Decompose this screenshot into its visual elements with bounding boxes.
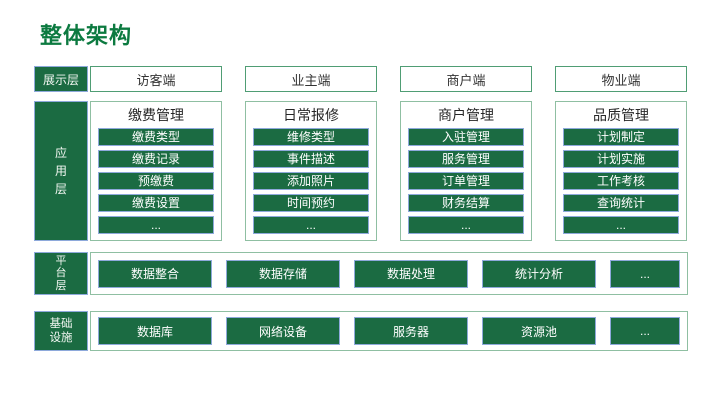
client-box-merchant: 商户端 (400, 66, 532, 92)
module-item: 预缴费 (98, 172, 214, 190)
module-item: 财务结算 (408, 194, 524, 212)
infrastructure-item: 服务器 (354, 317, 468, 345)
layer-label-platform-text: 平台层 (55, 254, 67, 292)
module-item: 查询统计 (563, 194, 679, 212)
module-item: 缴费记录 (98, 150, 214, 168)
platform-item: 数据存储 (226, 259, 340, 288)
module-item-ellipsis: ... (408, 216, 524, 234)
module-header: 品质管理 (593, 107, 649, 123)
module-item-ellipsis: ... (98, 216, 214, 234)
platform-item-ellipsis: ... (610, 259, 680, 288)
client-box-visitor: 访客端 (90, 66, 222, 92)
layer-label-application-text: 应用层 (54, 146, 67, 196)
module-header: 商户管理 (438, 107, 494, 123)
module-item: 缴费设置 (98, 194, 214, 212)
infrastructure-band: 数据库 网络设备 服务器 资源池 ... (90, 311, 688, 351)
module-item: 计划实施 (563, 150, 679, 168)
layer-label-display: 展示层 (34, 66, 88, 92)
module-column-quality: 品质管理 计划制定 计划实施 工作考核 查询统计 ... (555, 101, 687, 241)
platform-item: 数据整合 (98, 259, 212, 288)
client-box-property: 物业端 (555, 66, 687, 92)
module-item: 订单管理 (408, 172, 524, 190)
client-box-property-label: 物业端 (601, 72, 641, 88)
module-item: 事件描述 (253, 150, 369, 168)
infrastructure-item: 网络设备 (226, 317, 340, 345)
layer-label-infrastructure-text: 基础设施 (49, 317, 73, 344)
module-header: 日常报修 (283, 107, 339, 123)
platform-item: 数据处理 (354, 259, 468, 288)
layer-label-platform: 平台层 (34, 252, 88, 295)
module-item: 添加照片 (253, 172, 369, 190)
client-box-visitor-label: 访客端 (136, 72, 176, 88)
infrastructure-item-ellipsis: ... (610, 317, 680, 345)
client-box-owner: 业主端 (245, 66, 377, 92)
layer-label-infrastructure: 基础设施 (34, 311, 88, 351)
client-box-merchant-label: 商户端 (446, 72, 486, 88)
module-item: 服务管理 (408, 150, 524, 168)
module-column-merchant: 商户管理 入驻管理 服务管理 订单管理 财务结算 ... (400, 101, 532, 241)
module-item: 维修类型 (253, 128, 369, 146)
client-box-owner-label: 业主端 (291, 72, 331, 88)
platform-item: 统计分析 (482, 259, 596, 288)
module-column-payment: 缴费管理 缴费类型 缴费记录 预缴费 缴费设置 ... (90, 101, 222, 241)
module-item: 入驻管理 (408, 128, 524, 146)
layer-label-display-text: 展示层 (42, 72, 79, 87)
module-item: 缴费类型 (98, 128, 214, 146)
module-item: 计划制定 (563, 128, 679, 146)
module-item-ellipsis: ... (563, 216, 679, 234)
module-column-repair: 日常报修 维修类型 事件描述 添加照片 时间预约 ... (245, 101, 377, 241)
infrastructure-item: 数据库 (98, 317, 212, 345)
infrastructure-item: 资源池 (482, 317, 596, 345)
module-item: 时间预约 (253, 194, 369, 212)
layer-label-application: 应用层 (34, 101, 88, 241)
platform-band: 数据整合 数据存储 数据处理 统计分析 ... (90, 252, 688, 295)
page-title: 整体架构 (40, 23, 133, 48)
module-header: 缴费管理 (128, 107, 184, 123)
module-item-ellipsis: ... (253, 216, 369, 234)
module-item: 工作考核 (563, 172, 679, 190)
